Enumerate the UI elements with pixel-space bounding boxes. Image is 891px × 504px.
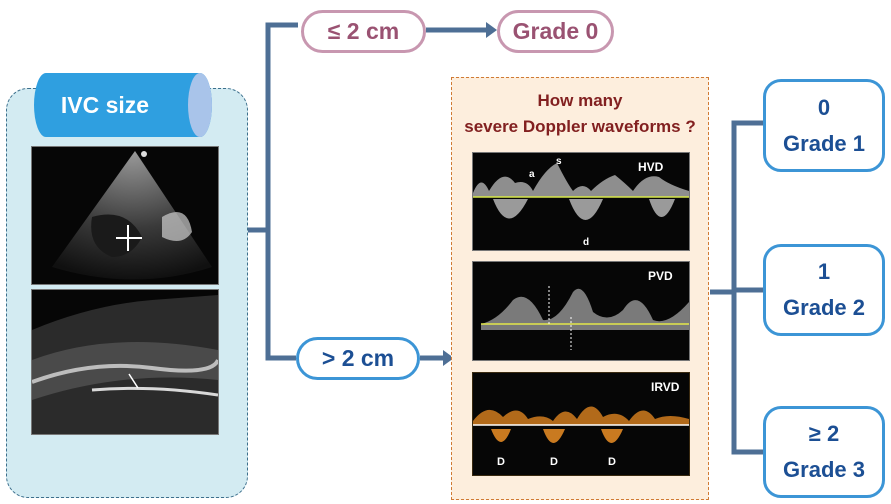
irvd-label: IRVD (651, 380, 680, 394)
outcome-grade1: 0 Grade 1 (763, 79, 885, 172)
irvd-waveform: IRVD D D D (472, 372, 690, 476)
connector-to-small (248, 22, 298, 233)
pvd-waveform: PVD (472, 261, 690, 361)
pvd-label: PVD (648, 269, 673, 283)
question-text: How many severe Doppler waveforms ? (451, 88, 709, 140)
outcome-count-2: ≥ 2 (808, 421, 840, 446)
ivc-ultrasound-subcostal (31, 146, 219, 285)
ivc-title: IVC size (60, 92, 150, 118)
outcome-grade-2: Grade 2 (783, 295, 865, 320)
arrowhead-doppler (443, 350, 454, 366)
outcome-grade3: ≥ 2 Grade 3 (763, 406, 885, 498)
hvd-label: HVD (638, 160, 664, 174)
outcome-count-0: 0 (817, 94, 831, 120)
outcome-grade2: 1 Grade 2 (763, 244, 885, 336)
hvd-mark-a: a (529, 169, 535, 180)
question-line-2: severe Doppler waveforms ? (464, 117, 696, 136)
ivc-cylinder (32, 72, 212, 138)
hvd-waveform: HVD a s d (472, 152, 690, 251)
outcome-count-1: 1 (817, 259, 831, 284)
connector-to-large (265, 230, 296, 361)
hvd-mark-d: d (583, 237, 589, 248)
irvd-mark-d2: D (550, 456, 558, 468)
ivc-ultrasound-long-axis (31, 289, 219, 435)
grade0-result: Grade 0 (497, 10, 614, 53)
hvd-mark-s: s (556, 156, 562, 167)
outcome-grade-3: Grade 3 (783, 457, 865, 482)
arrowhead-grade0 (486, 22, 497, 38)
branch-large-ivc: > 2 cm (296, 337, 420, 380)
irvd-mark-d1: D (497, 456, 505, 468)
branch-small-ivc: ≤ 2 cm (301, 10, 426, 53)
outcome-grade-1: Grade 1 (783, 130, 865, 156)
irvd-mark-d3: D (608, 456, 616, 468)
question-line-1: How many (537, 91, 623, 110)
